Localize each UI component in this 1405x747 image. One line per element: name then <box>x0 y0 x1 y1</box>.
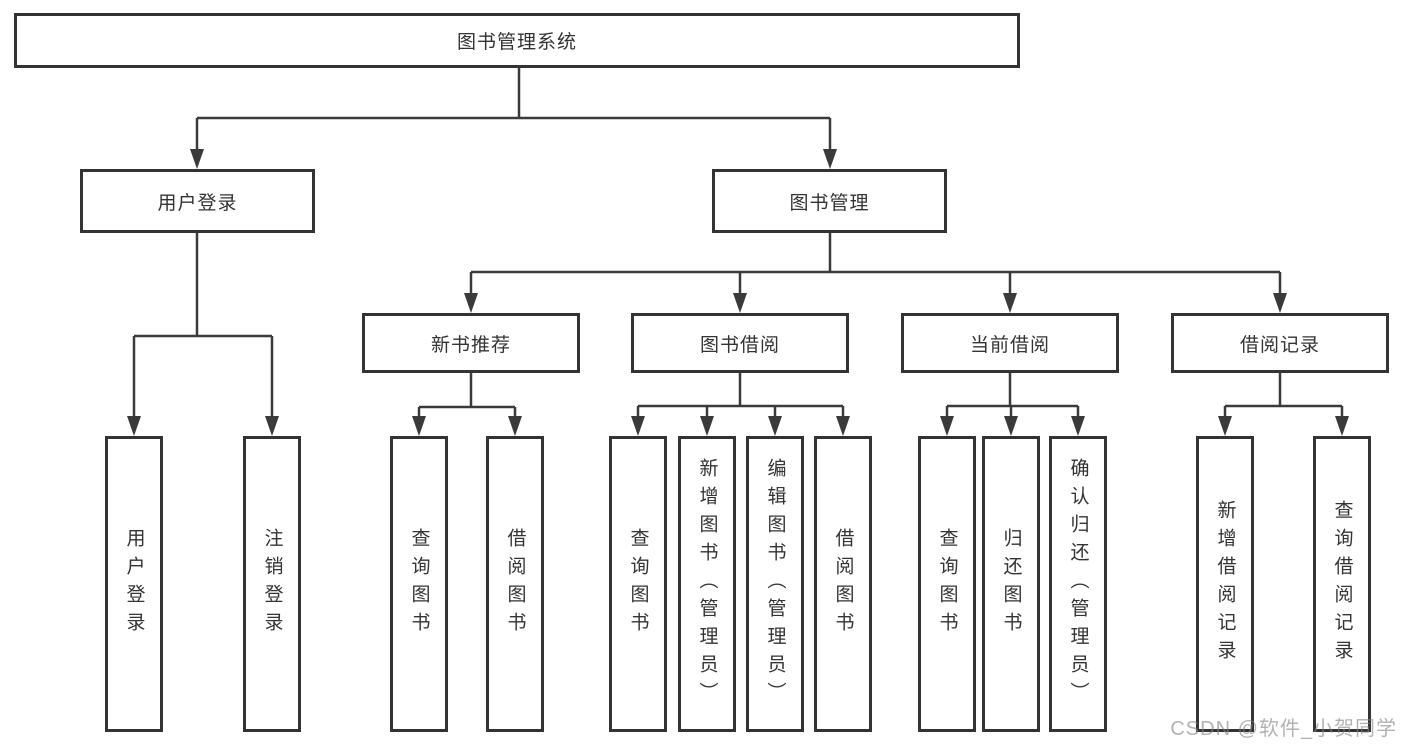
leaf-query-books-borrowing: 查询图书 <box>609 436 667 732</box>
node-label: 借阅记录 <box>1239 334 1320 356</box>
node-new-book-recommendation: 新书推荐 <box>362 313 580 373</box>
node-label: 查询图书 <box>627 528 649 640</box>
node-label: 用户登录 <box>123 528 145 640</box>
leaf-query-books-current: 查询图书 <box>918 436 976 732</box>
node-label: 归还图书 <box>1000 528 1022 640</box>
node-label: 查询借阅记录 <box>1331 500 1353 668</box>
node-label: 新增借阅记录 <box>1214 500 1236 668</box>
leaf-add-books-admin: 新增图书（管理员） <box>678 436 736 732</box>
node-book-borrowing: 图书借阅 <box>631 313 849 373</box>
node-label: 借阅图书 <box>504 528 526 640</box>
node-label: 查询图书 <box>408 528 430 640</box>
leaf-return-books: 归还图书 <box>982 436 1040 732</box>
node-label: 图书管理 <box>789 192 870 214</box>
node-book-management: 图书管理 <box>712 169 947 233</box>
leaf-logout: 注销登录 <box>243 436 301 732</box>
leaf-user-login: 用户登录 <box>105 436 163 732</box>
node-label: 新书推荐 <box>430 334 511 356</box>
node-label: 确认归还（管理员） <box>1067 458 1089 710</box>
node-label: 图书管理系统 <box>456 32 577 53</box>
node-label: 注销登录 <box>261 528 283 640</box>
leaf-query-borrow-record: 查询借阅记录 <box>1313 436 1371 732</box>
node-label: 当前借阅 <box>969 334 1050 356</box>
leaf-edit-books-admin: 编辑图书（管理员） <box>746 436 804 732</box>
node-user-login: 用户登录 <box>80 169 315 233</box>
node-label: 用户登录 <box>157 192 238 214</box>
leaf-borrow-books-borrowing: 借阅图书 <box>814 436 872 732</box>
leaf-query-books-recommend: 查询图书 <box>390 436 448 732</box>
node-label: 新增图书（管理员） <box>696 458 718 710</box>
leaf-confirm-return-admin: 确认归还（管理员） <box>1049 436 1107 732</box>
node-borrowing-records: 借阅记录 <box>1171 313 1389 373</box>
node-label: 查询图书 <box>936 528 958 640</box>
node-label: 图书借阅 <box>699 334 780 356</box>
leaf-borrow-books-recommend: 借阅图书 <box>486 436 544 732</box>
node-label: 借阅图书 <box>832 528 854 640</box>
node-library-system: 图书管理系统 <box>14 13 1020 68</box>
node-current-borrowing: 当前借阅 <box>901 313 1119 373</box>
leaf-add-borrow-record: 新增借阅记录 <box>1196 436 1254 732</box>
csdn-watermark: CSDN @软件_小贺同学 <box>1170 718 1397 740</box>
node-label: 编辑图书（管理员） <box>764 458 786 710</box>
